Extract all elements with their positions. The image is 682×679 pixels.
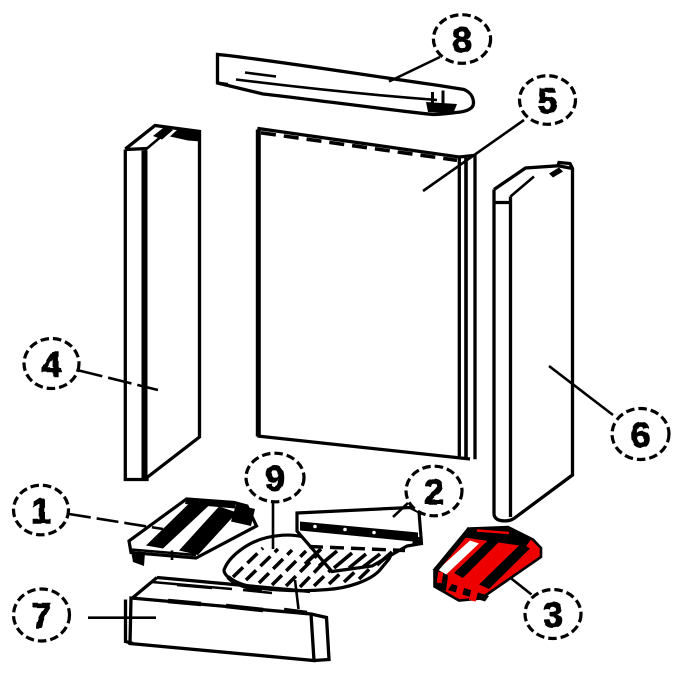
svg-text:7: 7 <box>32 596 52 636</box>
svg-text:9: 9 <box>265 459 285 499</box>
svg-text:4: 4 <box>42 345 62 385</box>
svg-text:8: 8 <box>452 20 472 60</box>
svg-text:3: 3 <box>543 595 563 635</box>
svg-text:2: 2 <box>424 472 444 512</box>
svg-text:6: 6 <box>631 415 651 455</box>
svg-text:5: 5 <box>538 81 558 121</box>
svg-text:1: 1 <box>31 491 51 531</box>
